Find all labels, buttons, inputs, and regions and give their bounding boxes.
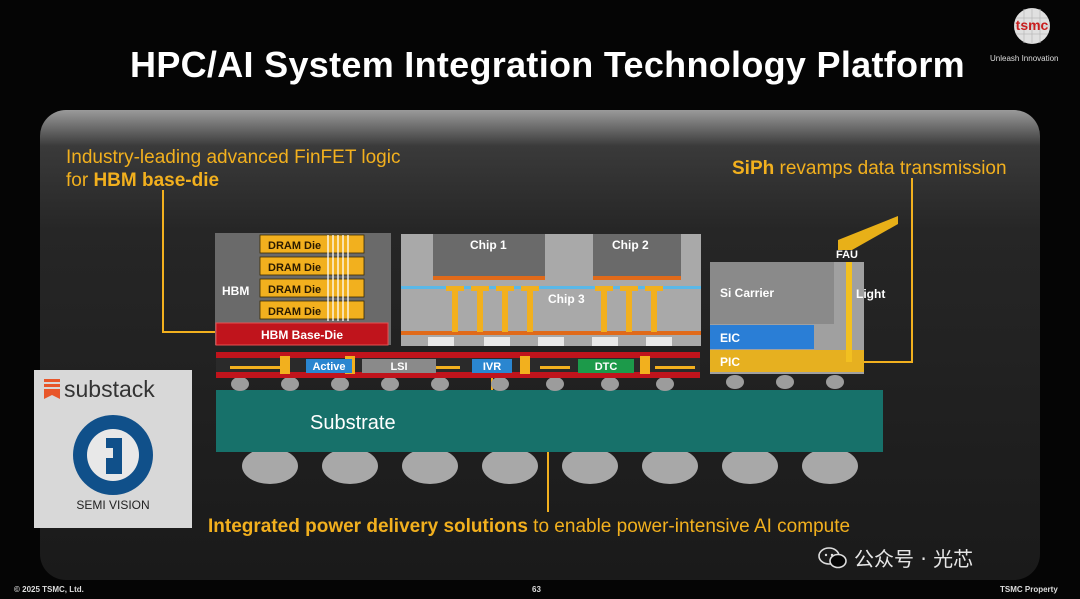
ivr-label: IVR	[483, 361, 501, 373]
substrate-label: Substrate	[310, 412, 396, 434]
hbm-callout-line	[162, 190, 215, 333]
siph-callout-line	[860, 178, 913, 363]
hbm-caption-prefix: for	[66, 170, 94, 191]
substack-icon	[44, 379, 60, 399]
power-caption-bold: Integrated power delivery solutions	[208, 516, 528, 537]
lsi-die	[362, 359, 436, 373]
siph-caption-bold: SiPh	[732, 158, 775, 179]
si-carrier-label: Si Carrier	[720, 286, 774, 300]
hbm-caption: Industry-leading advanced FinFET logic f…	[66, 146, 400, 192]
page-title: HPC/AI System Integration Technology Pla…	[130, 44, 965, 85]
chip2-label: Chip 2	[612, 238, 649, 252]
wechat-watermark: 公众号 · 光芯	[818, 543, 973, 572]
light-path	[846, 262, 852, 362]
chip1	[433, 234, 545, 276]
footer-copyright: © 2025 TSMC, Ltd.	[14, 585, 84, 594]
chip2	[593, 234, 681, 276]
dram-die-3: DRAM Die	[268, 284, 321, 296]
pic-die	[710, 350, 864, 372]
power-caption: Integrated power delivery solutions to e…	[208, 515, 850, 538]
substack-text: substack	[64, 376, 155, 402]
hbm-base-die	[215, 322, 389, 346]
wechat-icon	[818, 546, 847, 568]
active-die	[306, 359, 352, 373]
hbm-caption-bold: HBM base-die	[93, 170, 220, 191]
chip3-label: Chip 3	[548, 292, 585, 306]
power-caption-rest: to enable power-intensive AI compute	[527, 516, 851, 537]
dram-die-2: DRAM Die	[268, 262, 321, 274]
dtc-die	[578, 359, 634, 373]
substrate	[216, 390, 883, 452]
tagline: Unleash Innovation	[990, 54, 1059, 63]
fau-fiber	[838, 216, 898, 250]
footer-page-number: 63	[532, 585, 541, 594]
fau-label: FAU	[836, 249, 858, 261]
siph-caption: SiPh revamps data transmission	[732, 157, 1007, 180]
eic-label: EIC	[720, 331, 740, 345]
dram-die-4: DRAM Die	[268, 306, 321, 318]
soc-micro-bumps	[428, 337, 672, 346]
dtc-label: DTC	[595, 361, 618, 373]
bga-balls	[242, 448, 858, 484]
pic-label: PIC	[720, 355, 740, 369]
tsmc-logo: tsmc	[1006, 6, 1056, 46]
dram-stack	[259, 234, 365, 321]
semi-vision-watermark: substack SEMI VISION	[34, 370, 192, 528]
dram-die-1: DRAM Die	[268, 240, 321, 252]
soc-vias	[446, 286, 663, 332]
light-label: Light	[856, 287, 885, 301]
eic-die	[710, 325, 814, 349]
siph-caption-rest: revamps data transmission	[774, 158, 1007, 179]
hbm-base-die-label: HBM Base-Die	[261, 328, 343, 342]
chip1-label: Chip 1	[470, 238, 507, 252]
footer-property: TSMC Property	[1000, 585, 1058, 594]
c4-bumps	[231, 375, 844, 391]
hbm-label: HBM	[222, 284, 249, 298]
ivr-die	[472, 359, 512, 373]
active-label: Active	[312, 361, 345, 373]
tsmc-logo-text: tsmc	[1016, 17, 1049, 33]
hbm-caption-line1: Industry-leading advanced FinFET logic	[66, 147, 401, 168]
wechat-text: 公众号 · 光芯	[854, 547, 974, 571]
semi-vision-text: SEMI VISION	[76, 498, 149, 512]
lsi-label: LSI	[390, 361, 407, 373]
